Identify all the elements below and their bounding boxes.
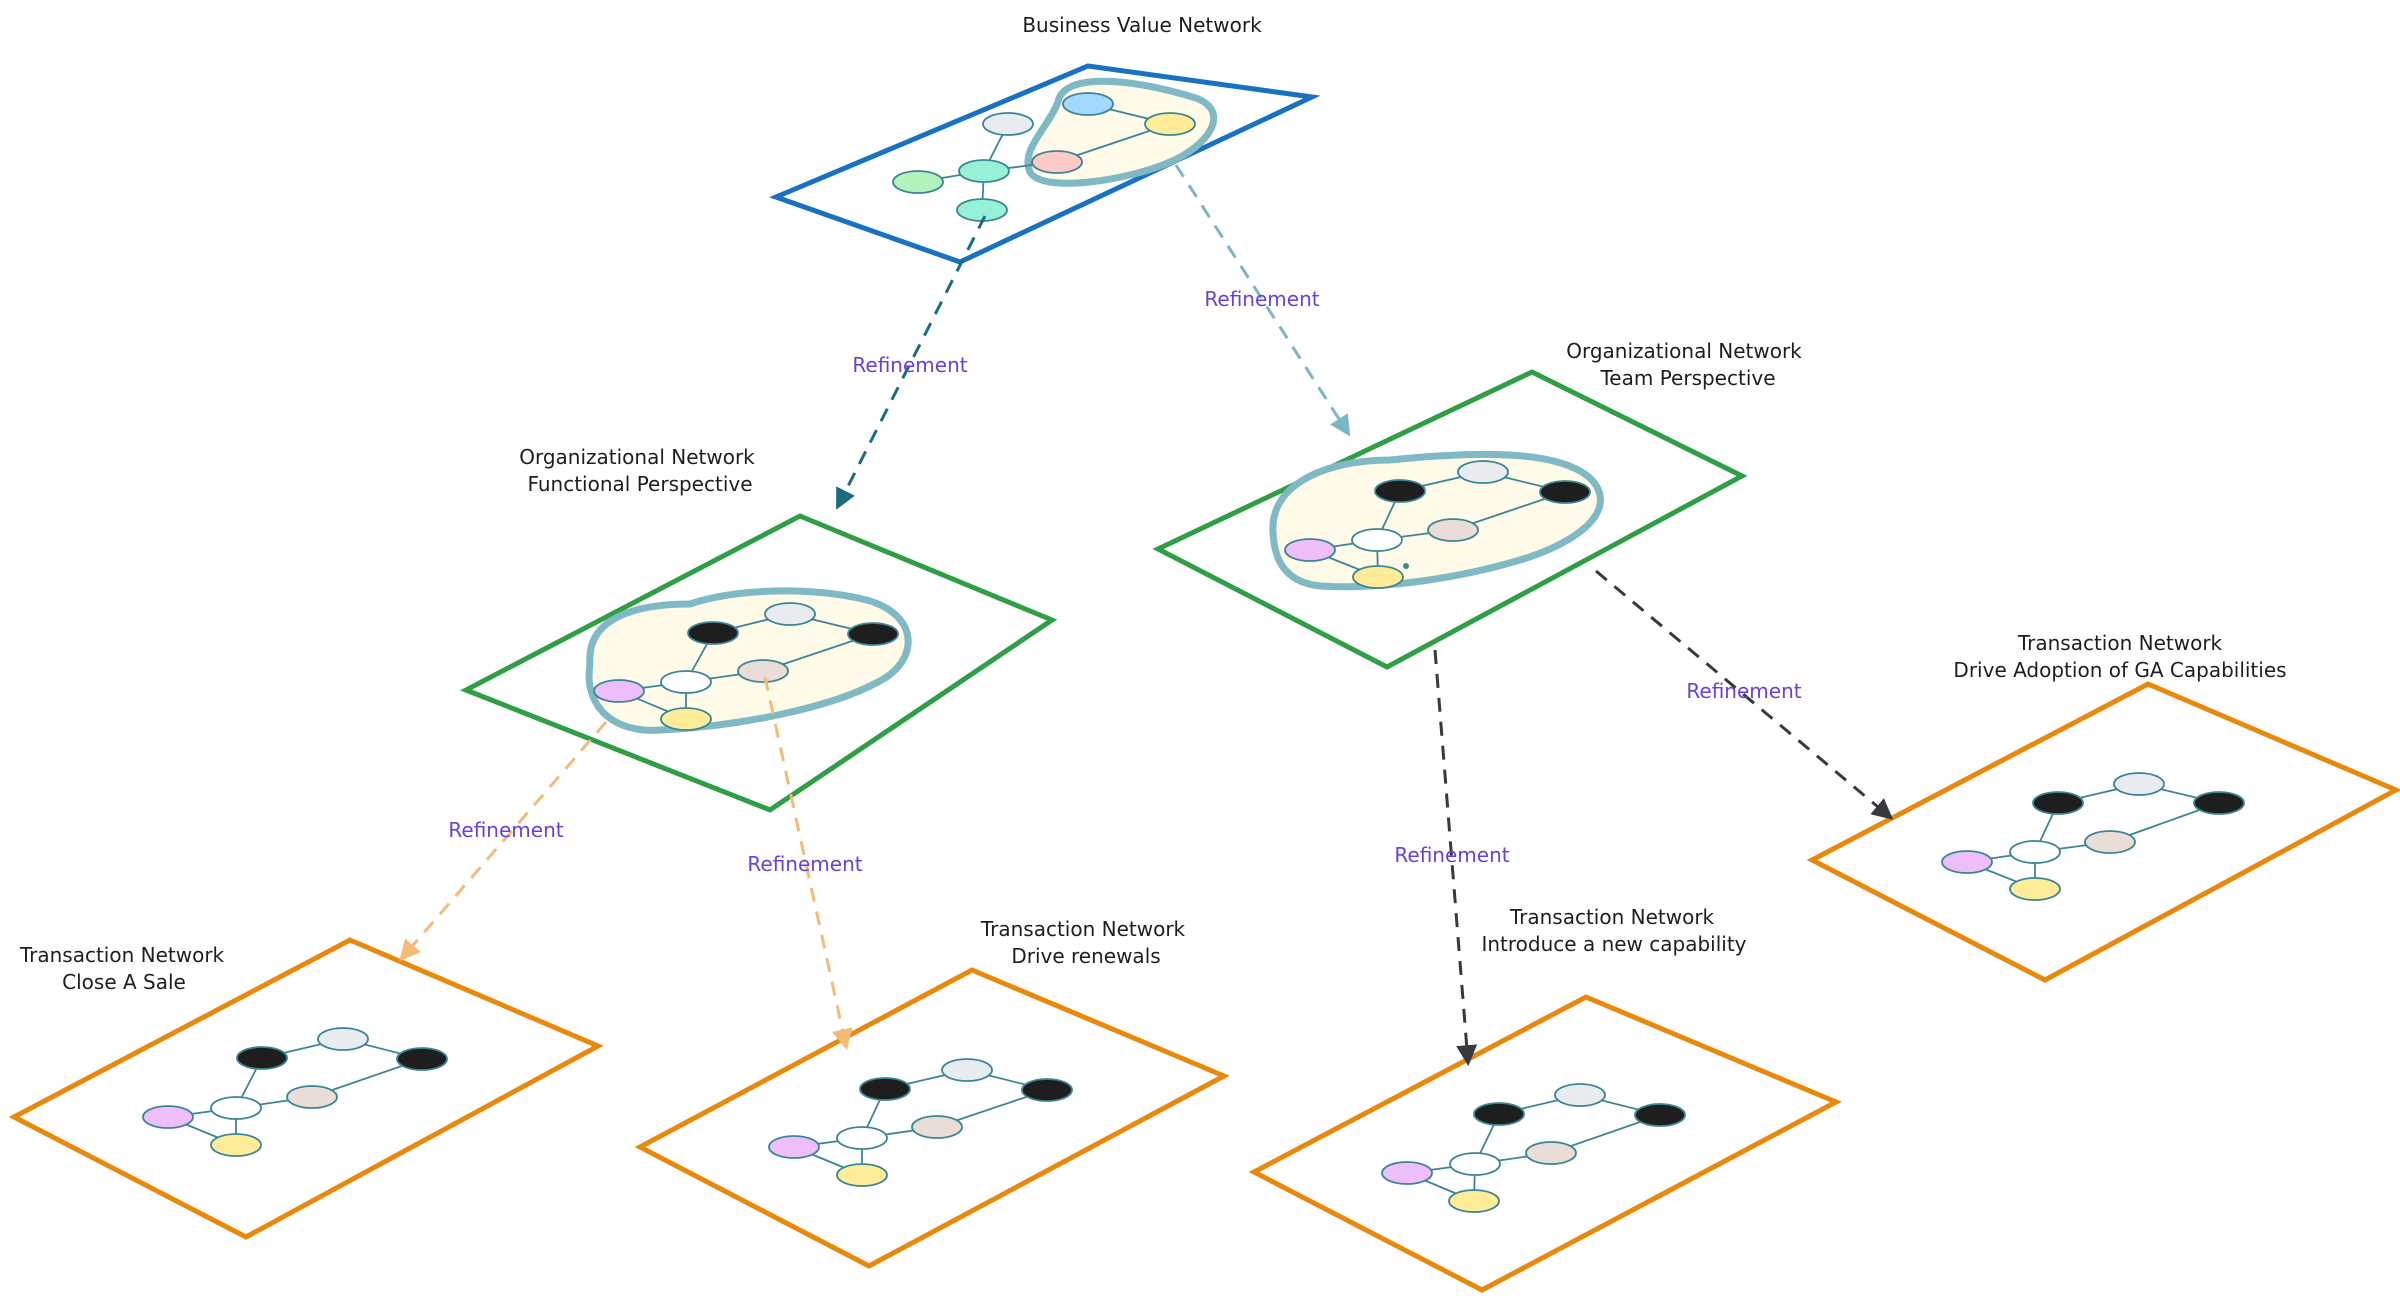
tx-close-sale-title-line2: Close A Sale [62, 970, 186, 994]
edge-org-functional-to-renewals [763, 676, 853, 1051]
tx-renewals-network: Transaction Network Drive renewals [634, 917, 1230, 1269]
node-black [1021, 1078, 1073, 1102]
node-white [660, 670, 712, 694]
node-black [236, 1046, 288, 1070]
tx-close-sale-nodes [142, 1027, 448, 1157]
node-violet [1284, 538, 1336, 562]
business-nodes [892, 92, 1196, 222]
org-team-network: Organizational Network Team Perspective [1152, 339, 1802, 670]
node-white [2009, 840, 2061, 864]
business-value-network-title: Business Value Network [1022, 13, 1262, 37]
node-black [2193, 791, 2245, 815]
tx-renewals-title-line2: Drive renewals [1011, 944, 1160, 968]
tx-close-sale-network: Transaction Network Close A Sale [8, 937, 604, 1240]
node-tan [286, 1085, 338, 1109]
org-functional-nodes [593, 602, 899, 731]
tx-renewals-title-line1: Transaction Network [980, 917, 1186, 941]
refinement-edges: Refinement Refinement Refinement Refinem… [399, 164, 1894, 1067]
edge-label-business-to-org-functional: Refinement [852, 353, 967, 377]
edge-label-org-functional-to-renewals: Refinement [747, 852, 862, 876]
node-tan [737, 659, 789, 683]
node-violet [1941, 850, 1993, 874]
node-black [2032, 791, 2084, 815]
tx-ga-capabilities-network: Transaction Network Drive Adoption of GA… [1806, 631, 2400, 983]
node-white [210, 1096, 262, 1120]
node-grey [982, 112, 1034, 136]
node-pink [1031, 150, 1083, 174]
org-functional-title-line2: Functional Perspective [527, 472, 752, 496]
node-black [847, 622, 899, 646]
node-grey [1457, 460, 1509, 484]
node-tan [1427, 518, 1479, 542]
node-yellow [210, 1133, 262, 1157]
edge-label-business-to-org-team: Refinement [1204, 287, 1319, 311]
node-black [859, 1077, 911, 1101]
node-white [836, 1126, 888, 1150]
node-yellow [2009, 877, 2061, 901]
node-white [1351, 528, 1403, 552]
org-functional-title-line1: Organizational Network [519, 445, 755, 469]
org-functional-network: Organizational Network Functional Perspe… [459, 445, 1058, 813]
tx-ga-capabilities-title-line1: Transaction Network [2017, 631, 2223, 655]
node-black [1634, 1103, 1686, 1127]
node-tan [1525, 1141, 1577, 1165]
org-team-title-line2: Team Perspective [1599, 366, 1775, 390]
node-teal [956, 198, 1008, 222]
tx-close-sale-title-line1: Transaction Network [19, 943, 225, 967]
org-team-nodes [1284, 460, 1591, 589]
edge-org-functional-to-close-sale [399, 721, 608, 962]
tx-renewals-nodes [768, 1058, 1073, 1187]
node-yellow [1352, 565, 1404, 589]
node-violet [1381, 1161, 1433, 1185]
edge-label-org-team-to-ga-capabilities: Refinement [1686, 679, 1801, 703]
edge-org-team-to-ga-capabilities [1595, 569, 1894, 820]
tx-new-capability-title-line1: Transaction Network [1509, 905, 1715, 929]
node-yellow [660, 707, 712, 731]
node-grey [317, 1027, 369, 1051]
node-yellow [1144, 112, 1196, 136]
node-violet [142, 1105, 194, 1129]
node-black [396, 1047, 448, 1071]
node-dot [1403, 563, 1409, 569]
edge-business-to-org-team [1174, 164, 1351, 437]
org-team-cluster-outline [1269, 450, 1604, 591]
node-white [1449, 1152, 1501, 1176]
node-violet [768, 1135, 820, 1159]
edge-label-org-team-to-new-capability: Refinement [1394, 843, 1509, 867]
edge-label-org-functional-to-close-sale: Refinement [448, 818, 563, 842]
node-violet [593, 679, 645, 703]
node-black [1374, 479, 1426, 503]
node-blue [1062, 92, 1114, 116]
edge-business-to-org-functional [836, 215, 987, 510]
business-value-network: Business Value Network [769, 13, 1321, 265]
tx-new-capability-nodes [1381, 1083, 1686, 1213]
node-yellow [836, 1163, 888, 1187]
org-functional-cluster-outline [585, 587, 912, 734]
edge-org-team-to-new-capability [1433, 649, 1478, 1067]
node-tan [911, 1115, 963, 1139]
tx-new-capability-title-line2: Introduce a new capability [1481, 932, 1746, 956]
node-black [687, 621, 739, 645]
node-grey [941, 1058, 993, 1082]
node-black [1473, 1102, 1525, 1126]
tx-ga-capabilities-title-line2: Drive Adoption of GA Capabilities [1953, 658, 2286, 682]
node-grey [764, 602, 816, 626]
node-black [1539, 480, 1591, 504]
tx-ga-capabilities-nodes [1941, 772, 2245, 901]
node-yellow [1448, 1189, 1500, 1213]
node-grey [2113, 772, 2165, 796]
node-teal [958, 159, 1010, 183]
node-tan [2084, 830, 2136, 854]
node-green [892, 170, 944, 194]
org-team-title-line1: Organizational Network [1566, 339, 1802, 363]
node-grey [1554, 1083, 1606, 1107]
tx-new-capability-network: Transaction Network Introduce a new capa… [1248, 905, 1842, 1293]
